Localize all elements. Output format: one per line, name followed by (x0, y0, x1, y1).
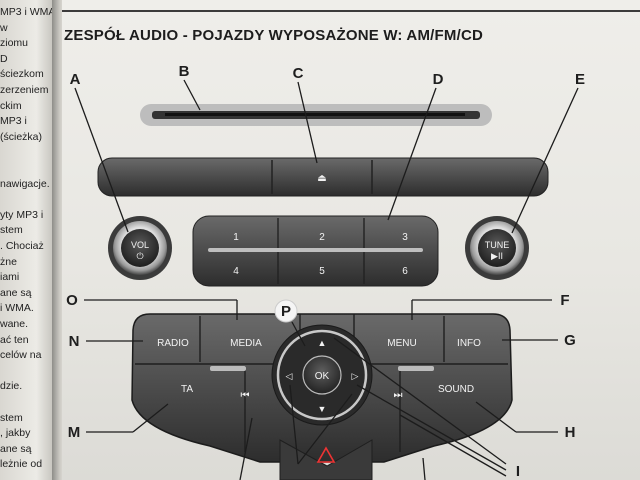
sound-label: SOUND (438, 384, 474, 395)
left-page-line: iami (0, 271, 20, 284)
hazard-button[interactable] (316, 446, 336, 463)
left-page-line: w (0, 21, 8, 34)
info-button[interactable]: INFO (457, 338, 481, 349)
preset-button-5[interactable]: 5 (319, 266, 325, 277)
left-page-line: ane są (0, 286, 32, 299)
audio-unit-diagram: ⏏ VOL ⏻ TUNE ▶II 1 2 3 4 5 6 (66, 63, 585, 480)
eject-icon: ⏏ (317, 173, 326, 184)
preset-label: 3 (402, 232, 408, 243)
left-page-line: stem (0, 224, 23, 237)
callout-c: C (293, 65, 304, 82)
preset-keypad (192, 215, 439, 287)
ta-label: TA (181, 384, 193, 395)
manual-page: ZESPÓŁ AUDIO - POJAZDY WYPOSAŻONE W: AM/… (62, 0, 640, 480)
callout-m: M (68, 424, 81, 441)
ok-button[interactable]: OK (302, 355, 342, 395)
callout-d: D (433, 71, 444, 88)
left-page-line: żne (0, 255, 17, 268)
left-page-line: ckim (0, 99, 22, 112)
preset-button-4[interactable]: 4 (233, 266, 239, 277)
eject-bar (97, 157, 549, 197)
left-page-line: zerzeniem (0, 84, 49, 96)
page-title: ZESPÓŁ AUDIO - POJAZDY WYPOSAŻONE W: AM/… (64, 27, 484, 44)
callout-o: O (66, 292, 78, 309)
preset-button-3[interactable]: 3 (402, 232, 408, 243)
leader-lines (74, 79, 579, 480)
callout-b: B (179, 63, 190, 80)
volume-label: VOL (131, 240, 149, 250)
left-page-line: leżnie od (0, 458, 43, 471)
volume-knob[interactable]: VOL ⏻ (108, 216, 172, 280)
seek-back-button[interactable]: ⏮ (241, 390, 250, 401)
callout-e: E (575, 71, 585, 88)
hazard-icon (316, 446, 336, 463)
left-page-line: MP3 i (0, 115, 27, 128)
radio-button[interactable]: RADIO (157, 338, 189, 349)
left-page-line: dzie. (0, 380, 23, 393)
arrow-down-icon[interactable]: ▼ (318, 404, 327, 414)
info-label: INFO (457, 338, 481, 349)
left-page-line: ziomu (0, 37, 29, 50)
menu-label: MENU (387, 338, 416, 349)
cd-slot[interactable] (140, 104, 492, 126)
preset-button-1[interactable]: 1 (233, 232, 239, 243)
preset-button-6[interactable]: 6 (402, 266, 408, 277)
book-gutter (52, 0, 64, 480)
left-page-line: i WMA. (0, 302, 34, 315)
sound-button[interactable]: SOUND (438, 384, 474, 395)
menu-button[interactable]: MENU (387, 338, 416, 349)
preset-label: 1 (233, 232, 239, 243)
arrow-up-icon[interactable]: ▲ (318, 338, 327, 348)
header-rule (62, 10, 640, 12)
seek-forward-icon: ⏭ (394, 390, 403, 401)
preset-label: 2 (319, 232, 325, 243)
left-page-line: , jakby (0, 427, 31, 440)
left-page-line: yty MP3 i (0, 208, 44, 221)
arrow-right-icon[interactable]: ▷ (352, 371, 359, 381)
left-page-line: D (0, 52, 8, 65)
callout-a: A (70, 71, 81, 88)
arrow-left-icon[interactable]: ◁ (286, 371, 293, 381)
left-page-line: stem (0, 411, 23, 424)
media-label: MEDIA (230, 338, 262, 349)
eject-button[interactable]: ⏏ (317, 173, 326, 184)
left-page-line: . Chociaż (0, 240, 44, 252)
label-bubble (274, 299, 298, 323)
left-page-line: (ścieżka) (0, 130, 43, 143)
ok-label: OK (315, 371, 330, 382)
left-page-line: celów na (0, 349, 42, 362)
media-button[interactable]: MEDIA (230, 338, 262, 349)
preset-button-2[interactable]: 2 (319, 232, 325, 243)
tune-label: TUNE (485, 240, 510, 250)
left-page-line: ściezkom (0, 68, 44, 81)
callout-n: N (69, 333, 80, 350)
seek-back-icon: ⏮ (241, 390, 250, 401)
power-icon: ⏻ (136, 251, 143, 261)
callout-i: I (516, 463, 520, 480)
play-pause-icon: ▶II (491, 251, 503, 261)
callout-g: G (564, 332, 576, 349)
tune-knob[interactable]: TUNE ▶II (465, 216, 529, 280)
left-page-line: nawigacje. (0, 177, 50, 190)
preset-label: 5 (319, 266, 325, 277)
left-page-line: ać ten (0, 333, 29, 346)
seek-forward-button[interactable]: ⏭ (394, 390, 403, 401)
ta-button[interactable]: TA (181, 384, 193, 395)
callout-f: F (560, 292, 569, 309)
left-page-line: MP3 i WMA (0, 6, 52, 18)
preset-label: 4 (233, 266, 239, 277)
callout-p: P (281, 303, 291, 320)
left-page-line: ane są (0, 442, 32, 455)
radio-label: RADIO (157, 338, 189, 349)
preset-label: 6 (402, 266, 408, 277)
callout-h: H (565, 424, 576, 441)
left-page-line: wane. (0, 318, 29, 330)
